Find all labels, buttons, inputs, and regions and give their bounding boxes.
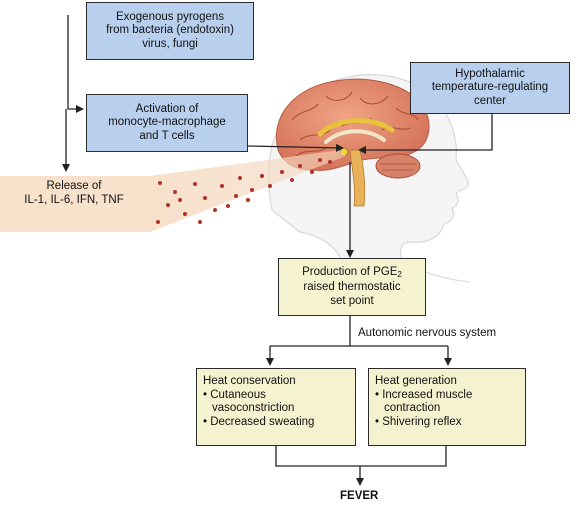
release-line-1: Release of: [46, 180, 102, 192]
pge2-line-3: set point: [330, 294, 374, 307]
heat-conservation-item-3: • Decreased sweating: [203, 415, 315, 428]
pyrogens-box: Exogenous pyrogens from bacteria (endoto…: [86, 2, 254, 60]
heat-conservation-item-2: vasoconstriction: [212, 402, 295, 414]
release-label: Release of IL-1, IL-6, IFN, TNF: [8, 180, 140, 207]
activation-box: Activation of monocyte-macrophage and T …: [86, 94, 248, 152]
pyrogens-line-1: Exogenous pyrogens: [115, 10, 225, 23]
cytokine-dots-icon: [156, 158, 332, 224]
cytokine-beam: [150, 150, 346, 232]
pge2-prefix: Production of PGE: [302, 265, 398, 278]
pge2-box: Production of PGE2 raised thermostatic s…: [278, 258, 426, 316]
hypothalamic-line-2: temperature-regulating: [431, 81, 549, 94]
fever-label: FEVER: [340, 490, 379, 502]
heat-generation-item-1: • Increased muscle: [375, 388, 473, 401]
heat-generation-item-2: contraction: [384, 402, 441, 414]
heat-conservation-item-1: • Cutaneous: [203, 388, 266, 401]
pge2-subscript: 2: [397, 269, 402, 279]
heat-generation-title: Heat generation: [375, 375, 457, 387]
heat-conservation-box: Heat conservation • Cutaneous vasoconstr…: [196, 368, 356, 446]
pge2-line-1: Production of PGE2: [302, 266, 402, 282]
heat-generation-item-3: • Shivering reflex: [375, 415, 462, 428]
pge2-line-2: raised thermostatic: [303, 281, 401, 294]
hypothalamic-box: Hypothalamic temperature-regulating cent…: [410, 62, 570, 114]
pyrogens-line-2: from bacteria (endotoxin): [106, 24, 234, 37]
hypothalamic-line-3: center: [474, 94, 506, 107]
activation-line-2: monocyte-macrophage: [108, 116, 226, 129]
hypothalamic-line-1: Hypothalamic: [455, 67, 525, 80]
heat-generation-box: Heat generation • Increased muscle contr…: [368, 368, 526, 446]
heat-conservation-title: Heat conservation: [203, 375, 296, 387]
activation-line-1: Activation of: [135, 102, 199, 115]
release-line-2: IL-1, IL-6, IFN, TNF: [24, 193, 124, 206]
pyrogens-line-3: virus, fungi: [142, 37, 198, 50]
autonomic-label: Autonomic nervous system: [358, 327, 497, 339]
activation-line-3: and T cells: [139, 129, 195, 142]
